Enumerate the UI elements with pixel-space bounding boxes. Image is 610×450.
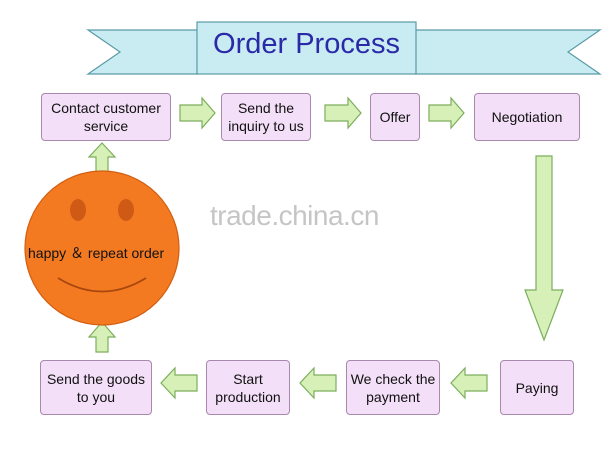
step-negotiation: Negotiation <box>474 93 580 141</box>
step-paying: Paying <box>500 360 574 415</box>
right-eye <box>118 199 134 221</box>
arrow-up-bottom <box>87 321 117 353</box>
step-contact-customer-service: Contact customer service <box>41 93 171 141</box>
step-send-goods: Send the goods to you <box>40 360 152 415</box>
banner-center <box>196 21 417 75</box>
arrow-left-3 <box>160 366 198 400</box>
banner-left-tail <box>86 29 199 75</box>
smiley-face-icon <box>24 170 180 326</box>
arrow-up-top <box>87 142 117 173</box>
step-offer: Offer <box>370 93 420 141</box>
arrow-left-2 <box>299 366 337 400</box>
page-title: Order Process <box>213 27 400 60</box>
arrow-right-2 <box>324 96 362 130</box>
left-eye <box>70 199 86 221</box>
arrow-right-1 <box>179 96 216 130</box>
step-check-payment: We check the payment <box>346 360 440 415</box>
title-banner <box>86 21 602 75</box>
face-label: happy ＆ repeat order <box>28 245 165 261</box>
step-send-inquiry: Send the inquiry to us <box>221 93 311 141</box>
arrow-right-3 <box>428 96 465 130</box>
smile <box>57 277 147 293</box>
step-start-production: Start production <box>206 360 290 415</box>
arrow-left-1 <box>450 366 488 400</box>
banner-right-tail <box>414 29 602 75</box>
arrow-down-long <box>524 155 564 342</box>
